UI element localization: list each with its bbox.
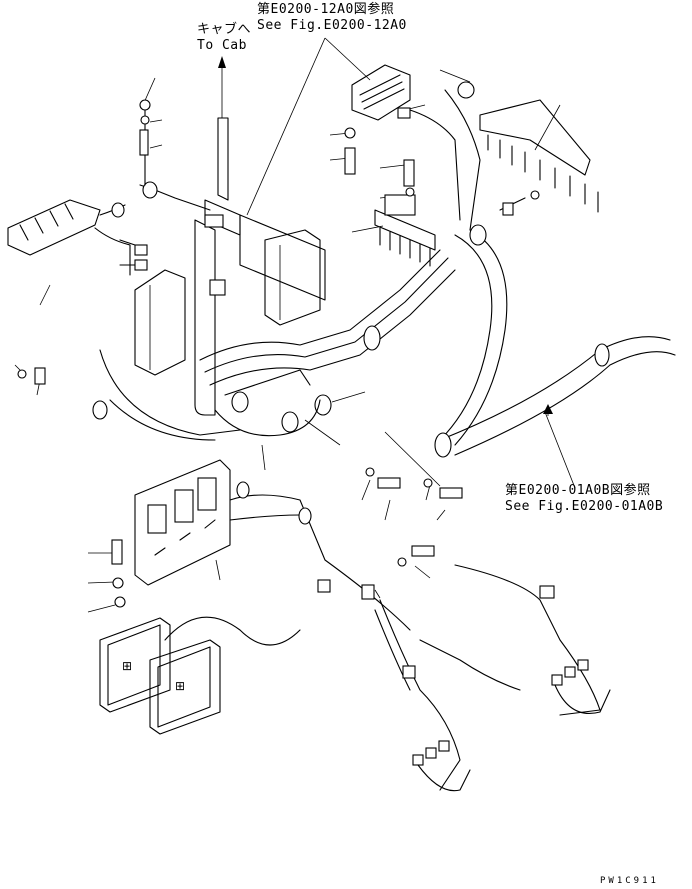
cab-harness: [139, 99, 229, 211]
right-reference-label-ja: 第E0200-01A0B図参照: [505, 483, 651, 498]
right-reference-label-en: See Fig.E0200-01A0B: [505, 499, 664, 514]
right-connector-bank: [457, 81, 599, 216]
cab-label-en: To Cab: [197, 38, 247, 53]
central-frame: [134, 199, 326, 416]
drawing-code: PW1C911: [600, 876, 659, 886]
controller-panel: [134, 459, 411, 631]
top-reference-label-en: See Fig.E0200-12A0: [257, 18, 407, 33]
svg-text:⊞: ⊞: [175, 679, 185, 693]
relay-box: [351, 64, 411, 121]
relay-harness: [374, 89, 676, 458]
main-harness: [92, 249, 456, 441]
top-reference-label-ja: 第E0200-12A0図参照: [257, 2, 395, 17]
cab-label-ja: キャブへ: [197, 22, 252, 37]
svg-text:⊞: ⊞: [122, 659, 132, 673]
work-lamp-icon: ⊞ ⊞: [99, 616, 301, 735]
fasteners: [17, 127, 463, 608]
left-connector-bank: [7, 199, 148, 276]
rear-light-harness: [374, 564, 611, 792]
